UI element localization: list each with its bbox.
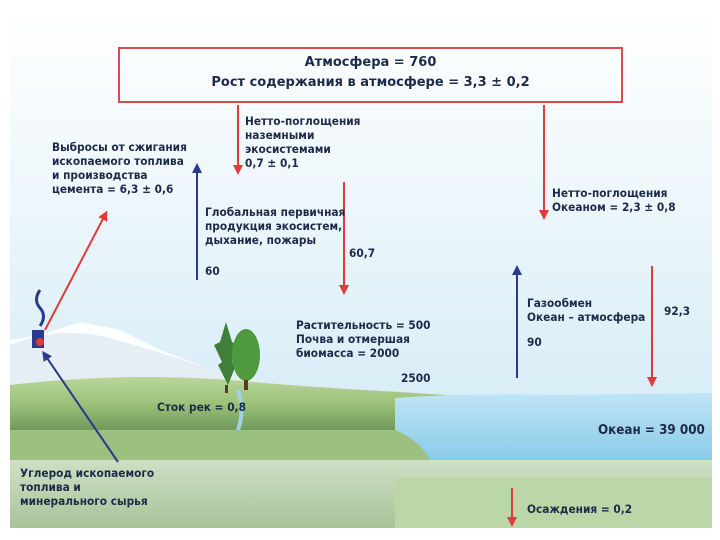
label-gpp: Глобальная первичная продукция экосистем… xyxy=(205,205,346,247)
emission-arrow xyxy=(44,210,108,331)
label-ocean-uptake: Нетто-поглощения Океаном = 2,3 ± 0,8 xyxy=(552,186,676,214)
label-land-uptake: Нетто-поглощения наземными экосистемами … xyxy=(245,114,361,170)
label-ocean: Океан = 39 000 xyxy=(598,423,705,438)
ocean-surface xyxy=(395,393,712,478)
seabed xyxy=(395,478,712,528)
label-emissions: Выбросы от сжигания ископаемого топлива … xyxy=(52,140,187,196)
label-vegetation: Растительность = 500 Почва и отмершая би… xyxy=(296,318,431,360)
fossil-arrow xyxy=(42,350,119,463)
smoke-icon xyxy=(35,289,45,327)
label-gas-up-value: 90 xyxy=(527,335,542,349)
land xyxy=(10,376,520,430)
atmosphere-growth: Рост содержания в атмосфере = 3,3 ± 0,2 xyxy=(211,75,530,90)
label-gas-exchange: Газообмен Океан – атмосфера xyxy=(527,296,646,324)
tree-trunk-2 xyxy=(244,380,248,390)
tree-deciduous xyxy=(232,329,260,381)
atmosphere-title: Атмосфера = 760 xyxy=(304,55,437,70)
soil-layer-1 xyxy=(10,430,430,460)
tree-conifer xyxy=(214,322,238,385)
label-60-7: 60,7 xyxy=(349,246,376,260)
label-river: Сток рек = 0,8 xyxy=(157,400,246,414)
label-sediment: Осаждения = 0,2 xyxy=(527,502,633,516)
label-biomass-extra: 2500 xyxy=(401,371,431,385)
factory-marker xyxy=(36,338,44,346)
atmosphere-box: Атмосфера = 760 Рост содержания в атмосф… xyxy=(118,47,623,103)
tree-trunk xyxy=(225,385,228,393)
label-fossil: Углерод ископаемого топлива и минерально… xyxy=(20,466,155,508)
label-gpp-value: 60 xyxy=(205,264,220,278)
label-gas-down-value: 92,3 xyxy=(664,304,691,318)
